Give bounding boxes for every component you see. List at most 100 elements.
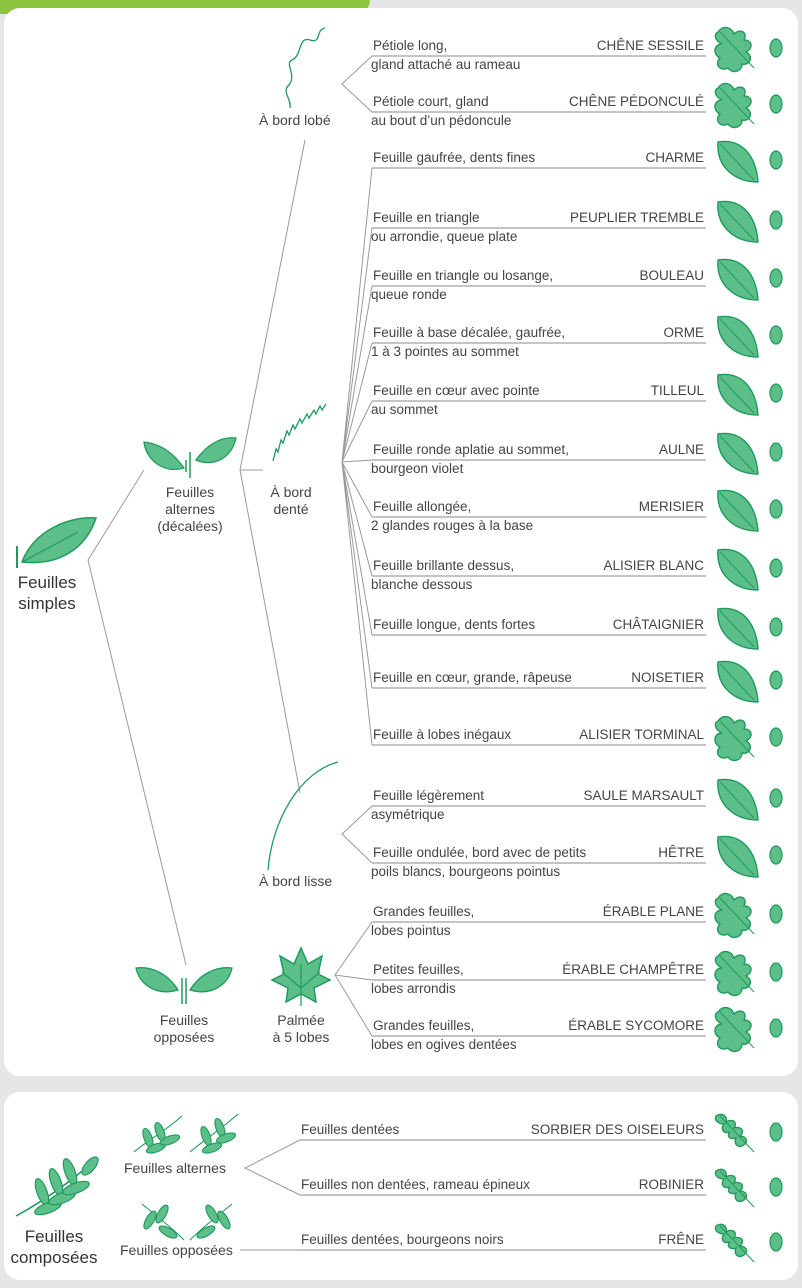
species-name: SORBIER DES OISELEURS [530,1122,704,1137]
species-leaf-icon [717,835,783,878]
species-leaf-icon [717,778,783,821]
species-name: CHÂTAIGNIER [612,617,704,632]
species-leaf-icon [714,1113,783,1153]
smooth-edge-icon [267,761,339,871]
species-desc: Feuille brillante dessus, [373,558,515,573]
species-leaf-icon [717,373,783,416]
species-desc: Grandes feuilles, [373,904,475,919]
species-leaf-icon [717,200,783,243]
palmate-label: Palmée à 5 lobes [262,1012,340,1046]
species-desc: Pétiole long, [373,38,448,53]
compound-opposite-icon [141,1203,233,1241]
species-name: ÉRABLE SYCOMORE [568,1018,704,1033]
species-desc: Feuille en cœur avec pointe [373,383,540,398]
opposite-label: Feuilles opposées [134,1012,234,1046]
species-desc: Petites feuilles, [373,962,464,977]
species-leaf-icon [717,548,783,591]
species-name: ORME [663,325,705,340]
species-name: TILLEUL [650,383,704,398]
simple-leaf-icon [16,517,98,568]
species-desc-line2: 2 glandes rouges à la base [371,518,534,533]
toothed-line2: denté [273,501,309,517]
species-desc: Feuille gaufrée, dents fines [373,150,536,165]
root-compound-line1: Feuilles [24,1227,84,1246]
species-leaf-icon [717,660,783,703]
alternate-line2: alternes [165,501,215,517]
species-desc: Feuille en triangle [373,210,480,225]
species-leaf-icon [717,258,783,301]
compound-alternate-icon [133,1113,239,1154]
species-desc-line2: ou arrondie, queue plate [371,229,518,244]
species-desc: Feuille légèrement [373,788,485,803]
root-simple-label: Feuilles simples [14,572,80,614]
species-leaf-icon [714,1168,783,1208]
root-compound-line2: composées [10,1248,98,1267]
species-desc: Feuille à lobes inégaux [373,727,512,742]
compound-alternate-label: Feuilles alternes [124,1160,226,1176]
species-name: CHÊNE PÉDONCULÉ [568,94,704,109]
species-name: SAULE MARSAULT [583,788,704,803]
species-desc: Feuille ondulée, bord avec de petits [373,845,587,860]
species-desc-line2: au bout d’un pédoncule [371,113,512,128]
species-name: ÉRABLE PLANE [602,904,704,919]
species-name: CHÊNE SESSILE [596,38,704,53]
species-desc-line2: lobes en ogives dentées [371,1037,517,1052]
compound-opposite-label: Feuilles opposées [120,1242,233,1258]
opposite-line1: Feuilles [159,1012,209,1028]
species-name: ALISIER BLANC [603,558,704,573]
species-leaf-icon [714,82,783,129]
lobed-label: À bord lobé [259,112,331,128]
species-desc: Feuille à base décalée, gaufrée, [373,325,566,340]
species-desc-line2: queue ronde [371,287,447,302]
compound-leaf-icon [15,1156,99,1217]
alternate-label: Feuilles alternes (décalées) [140,484,240,535]
alternate-line3: (décalées) [157,518,223,534]
species-name: FRÊNE [658,1232,704,1247]
species-desc-line2: blanche dessous [371,577,473,592]
alternate-line1: Feuilles [165,484,215,500]
species-name: ROBINIER [638,1177,704,1192]
root-simple-line1: Feuilles [17,573,77,592]
alternate-leaves-icon [143,437,237,478]
palmate-line1: Palmée [277,1012,325,1028]
species-name: HÊTRE [658,845,704,860]
opposite-leaves-icon [135,967,233,1004]
species-desc: Feuille en cœur, grande, râpeuse [373,670,572,685]
species-name: PEUPLIER TREMBLE [569,210,704,225]
species-leaf-icon [714,715,783,762]
species-desc: Feuilles non dentées, rameau épineux [301,1177,530,1192]
species-name: MERISIER [638,499,704,514]
species-desc: Pétiole court, gland [373,94,489,109]
simple-leaves-panel [4,8,798,1076]
species-desc: Grandes feuilles, [373,1018,475,1033]
species-name: ÉRABLE CHAMPÊTRE [562,962,704,977]
palmate-line2: à 5 lobes [272,1029,330,1045]
species-desc-line2: au sommet [371,402,438,417]
lobed-edge-icon [285,27,326,109]
species-desc: Feuilles dentées, bourgeons noirs [301,1232,504,1247]
species-leaf-icon [717,315,783,358]
species-leaf-icon [714,892,783,939]
palmate-leaf-icon [270,946,332,1006]
species-desc-line2: gland attaché au rameau [371,57,521,72]
species-name: CHARME [645,150,704,165]
species-leaf-icon [714,1223,783,1263]
species-desc-line2: asymétrique [371,807,445,822]
toothed-label: À bord denté [258,484,324,518]
species-leaf-icon [717,432,783,475]
opposite-line2: opposées [153,1029,215,1045]
species-leaf-icon [717,607,783,650]
toothed-edge-icon [272,403,327,462]
species-desc: Feuille longue, dents fortes [373,617,536,632]
species-name: BOULEAU [639,268,704,283]
compound-leaves-panel [4,1092,798,1280]
species-name: ALISIER TORMINAL [579,727,704,742]
species-desc-line2: lobes pointus [371,923,451,938]
species-leaf-icon [717,140,783,183]
root-simple-line2: simples [18,594,76,613]
species-desc: Feuille ronde aplatie au sommet, [373,442,569,457]
species-desc-line2: lobes arrondis [371,981,456,996]
species-leaf-icon [714,1006,783,1053]
species-desc: Feuilles dentées [301,1122,400,1137]
